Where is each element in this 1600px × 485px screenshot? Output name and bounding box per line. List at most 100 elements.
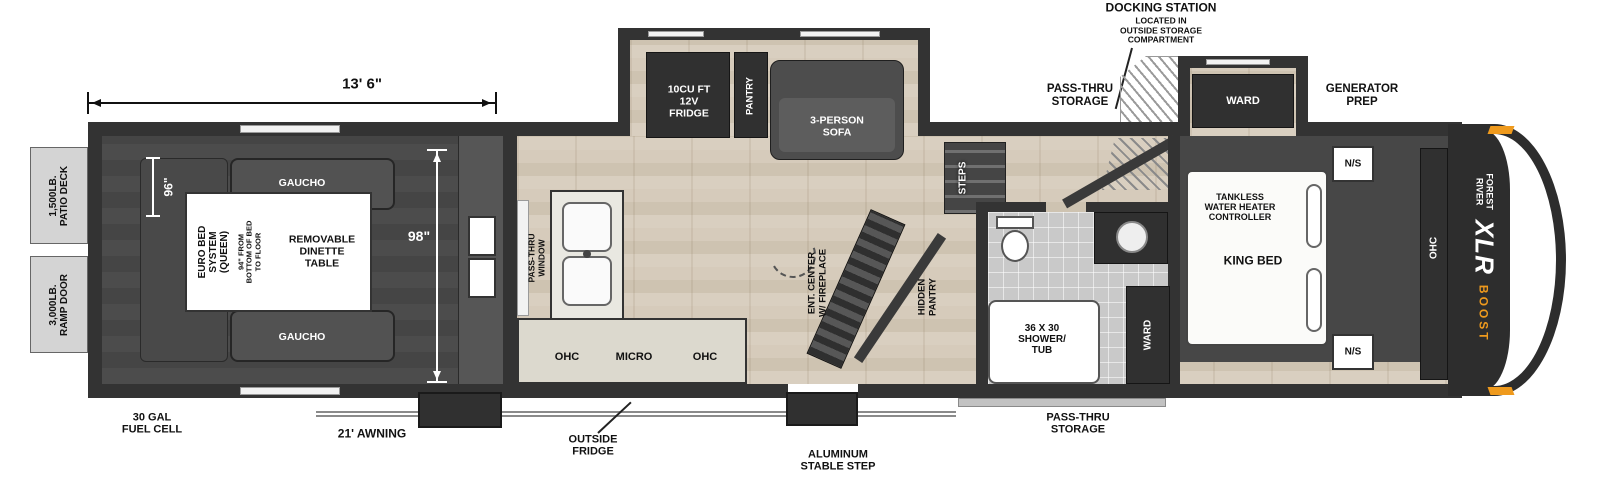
fridge	[646, 52, 730, 138]
bath-wall-top-b	[1086, 202, 1180, 212]
main-wall-top-a	[503, 122, 618, 136]
bath-wall-top-a	[976, 202, 1046, 212]
fuel-station	[468, 258, 496, 298]
fuel-cell-label: 30 GAL FUEL CELL	[121, 411, 183, 436]
tankless-label: TANKLESS WATER HEATER CONTROLLER	[1204, 191, 1276, 223]
ramp-door-label: 3,000LB. RAMP DOOR	[47, 273, 70, 337]
steps-label: STEPS	[957, 161, 969, 195]
garage-span-dim-tick	[427, 149, 447, 151]
fridge-label: 10CU FT 12V FRIDGE	[667, 83, 711, 119]
sofa-seat	[779, 98, 895, 152]
accent-mark-bottom	[1487, 387, 1515, 395]
dinette-label: REMOVABLE DINETTE TABLE	[288, 233, 356, 269]
toilet-bowl	[1001, 230, 1029, 262]
ramp-door	[30, 256, 88, 353]
pass-thru-storage-bottom-label: PASS-THRU STORAGE	[1046, 411, 1110, 436]
garage-width-dim-label: 96"	[161, 177, 176, 197]
brand-trim: BOOST	[1477, 284, 1491, 343]
euro-bed-dinette	[185, 192, 372, 312]
bath-ward	[1126, 286, 1170, 384]
nightstand-top-label: N/S	[1344, 158, 1362, 170]
slide-wall-right	[918, 28, 930, 136]
garage-span-dim-line	[436, 150, 438, 382]
garage-span-arrow-down	[433, 371, 441, 380]
awning-label: 21' AWNING	[337, 426, 407, 441]
bedroom-ohc	[1420, 148, 1448, 380]
king-bed	[1186, 170, 1328, 346]
outside-fridge-leader-line	[597, 401, 632, 434]
main-wall-bottom-b	[858, 384, 1462, 398]
entry-step	[786, 392, 858, 426]
faucet	[583, 250, 591, 258]
length-dim-tick-left	[87, 92, 89, 114]
window	[240, 387, 340, 395]
slide-wall-left	[618, 28, 630, 136]
window	[240, 125, 340, 133]
hidden-pantry-label: HIDDEN PANTRY	[916, 278, 938, 316]
ward-slide-wall-left	[1178, 56, 1190, 136]
docking-station-note: LOCATED IN OUTSIDE STORAGE COMPARTMENT	[1119, 15, 1203, 45]
ohc-left-label: OHC	[554, 350, 580, 363]
outside-fridge-label: OUTSIDE FRIDGE	[568, 433, 618, 458]
garage-span-dim-tick	[427, 381, 447, 383]
pass-thru-storage-top-label: PASS-THRU STORAGE	[1046, 83, 1114, 108]
shower-tub	[988, 300, 1100, 384]
main-wall-top-c	[1308, 122, 1462, 136]
stable-step-label: ALUMINUM STABLE STEP	[800, 448, 876, 473]
bedroom-ward	[1192, 74, 1294, 128]
garage-wall-left	[88, 122, 102, 398]
bed-height-note: 94" FROM BOTTOM OF BED TO FLOOR	[236, 220, 263, 284]
nightstand-bottom-label: N/S	[1344, 346, 1362, 358]
pass-thru-window-label: PASS-THRU WINDOW	[526, 233, 546, 283]
bath-ward-label: WARD	[1142, 319, 1154, 351]
main-wall-top-b	[930, 122, 1178, 136]
king-bed-label: KING BED	[1223, 253, 1283, 268]
micro-label: MICRO	[615, 350, 653, 363]
gaucho-top-label: GAUCHO	[278, 177, 326, 190]
pillow	[1306, 184, 1322, 248]
pantry	[734, 52, 768, 138]
patio-deck-label: 1,500LB. PATIO DECK	[47, 165, 70, 227]
garage-width-dim-tick	[146, 157, 160, 159]
pass-thru-hatch	[1120, 56, 1182, 126]
kitchen-counter	[517, 318, 747, 384]
length-dim-line	[87, 102, 497, 104]
ent-center-label: ENT. CENTER W/ FIREPLACE	[806, 248, 828, 318]
toilet-tank	[996, 216, 1034, 229]
patio-deck	[30, 147, 88, 244]
bedroom-ohc-label: OHC	[1428, 236, 1440, 260]
gaucho-bottom-label: GAUCHO	[278, 331, 326, 344]
bedroom-ward-label: WARD	[1226, 94, 1260, 107]
docking-station-title: DOCKING STATION	[1105, 0, 1217, 15]
window	[800, 31, 880, 37]
garage-span-arrow-up	[433, 153, 441, 162]
length-dim-tick-right	[495, 92, 497, 114]
ohc-right-label: OHC	[692, 350, 718, 363]
garage-width-dim-line	[152, 158, 154, 216]
outside-fridge-compartment	[418, 392, 502, 428]
sink-bowl	[562, 256, 612, 306]
pass-thru-sill	[958, 398, 1166, 407]
garage-span-dim-label: 98"	[407, 228, 431, 245]
length-dim-arrow-left	[92, 99, 101, 107]
ward-slide-wall-right	[1296, 56, 1308, 136]
awning-line	[316, 411, 956, 417]
pass-thru-window	[517, 200, 529, 316]
accent-mark-top	[1487, 126, 1515, 134]
window	[648, 31, 704, 37]
length-dim-arrow-right	[482, 99, 491, 107]
vanity-sink	[1116, 221, 1148, 253]
pantry-label: PANTRY	[744, 77, 756, 115]
bath-wall-left	[976, 202, 988, 398]
generator-prep-label: GENERATOR PREP	[1325, 83, 1399, 108]
euro-bed-label: EURO BED SYSTEM (QUEEN)	[197, 225, 231, 279]
fuel-station	[468, 216, 496, 256]
sofa-label: 3-PERSON SOFA	[810, 114, 864, 138]
pillow	[1306, 268, 1322, 332]
brand-model: XLR	[1469, 219, 1500, 275]
sink-bowl	[562, 202, 612, 252]
nightstand-bottom	[1332, 334, 1374, 370]
bath-wall-right	[1168, 136, 1180, 398]
shower-label: 36 X 30 SHOWER/ TUB	[1018, 323, 1066, 357]
